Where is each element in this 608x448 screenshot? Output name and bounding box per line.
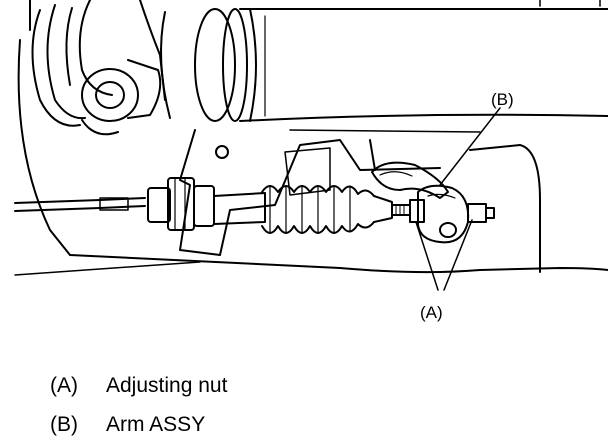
threaded-rod: [391, 199, 425, 223]
legend-row-adjusting-nut: (A) Adjusting nut: [50, 374, 227, 398]
chassis-outline: [14, 0, 608, 276]
arm-assy: [371, 161, 495, 244]
drive-shaft: [160, 8, 608, 122]
legend-key: (B): [50, 413, 78, 436]
callout-a-label: (A): [420, 303, 443, 322]
legend-key: (A): [50, 374, 78, 397]
legend-row-arm-assy: (B) Arm ASSY: [50, 413, 205, 437]
mounting-bracket: [179, 129, 441, 256]
cable-end-fitting: [147, 177, 266, 231]
legend-text: Adjusting nut: [106, 374, 228, 397]
callout-leaders: [415, 107, 501, 291]
cable-sheath: [14, 197, 146, 212]
legend-text: Arm ASSY: [106, 413, 206, 436]
rubber-boot: [261, 185, 393, 234]
callout-b-label: (B): [491, 90, 514, 109]
universal-joint: [31, 0, 166, 136]
